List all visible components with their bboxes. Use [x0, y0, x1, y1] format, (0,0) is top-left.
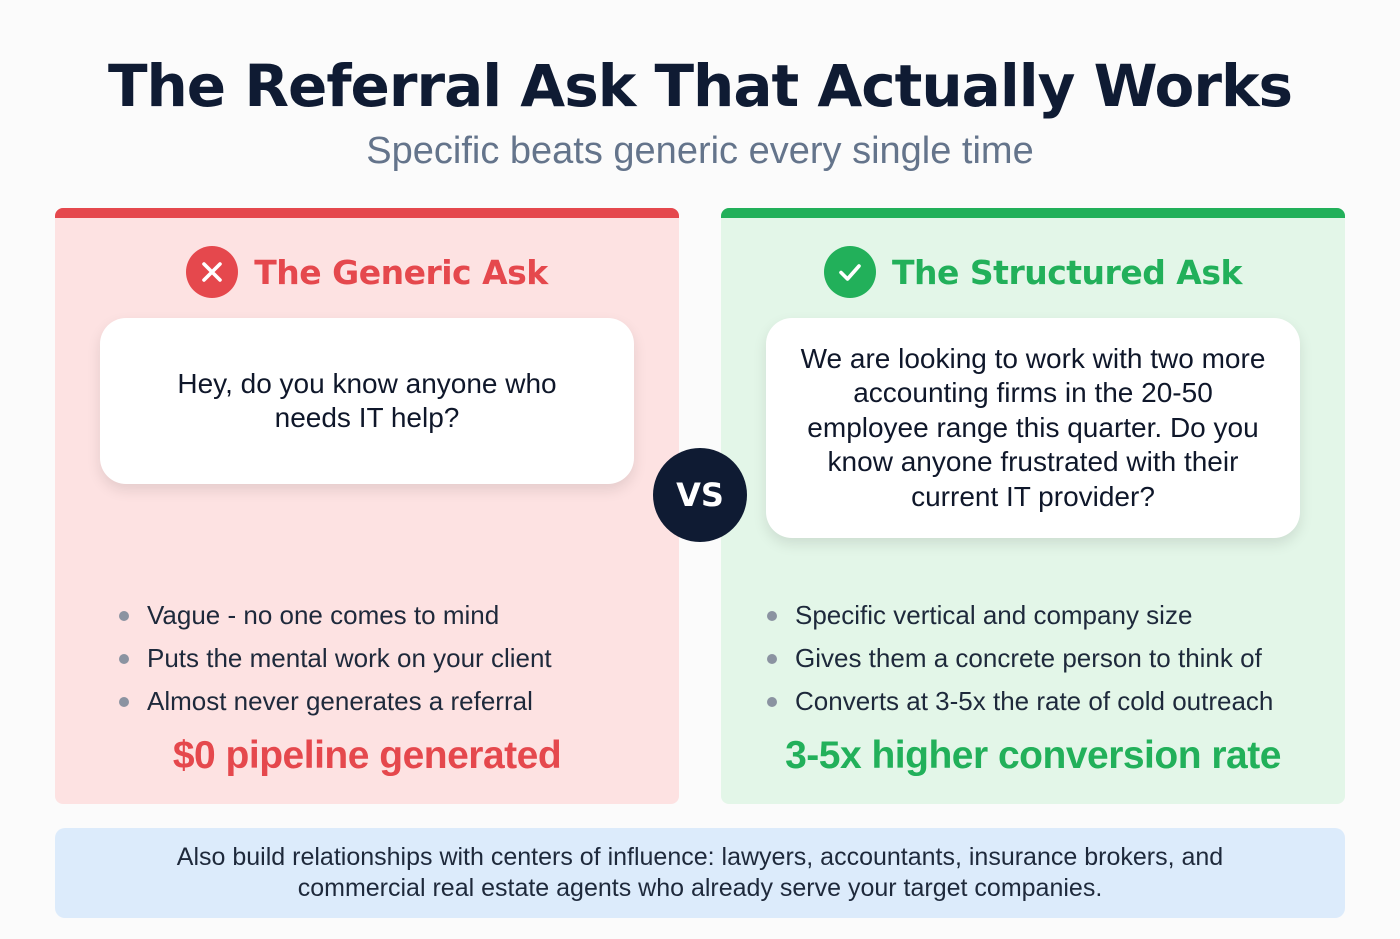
drawbacks-list: Vague - no one comes to mind Puts the me…: [119, 594, 552, 723]
list-item: Vague - no one comes to mind: [119, 594, 552, 637]
bullet-dot-icon: [119, 653, 129, 664]
speech-bubble: Hey, do you know anyone who needs IT hel…: [100, 318, 634, 484]
footer-note-box: Also build relationships with centers of…: [55, 828, 1345, 918]
list-item: Gives them a concrete person to think of: [767, 637, 1273, 680]
result-statement: $0 pipeline generated: [172, 734, 562, 777]
check-circle-icon: [824, 246, 877, 298]
list-item: Specific vertical and company size: [767, 594, 1273, 637]
result-statement: 3-5x higher conversion rate: [785, 734, 1281, 777]
speech-bubble: We are looking to work with two more acc…: [766, 318, 1300, 538]
bullet-dot-icon: [119, 610, 129, 621]
x-circle-icon: [186, 246, 239, 298]
structured-ask-panel: The Structured Ask We are looking to wor…: [721, 208, 1345, 804]
panel-accent-bar: [55, 208, 679, 218]
bullet-dot-icon: [767, 696, 777, 707]
footer-note: Also build relationships with centers of…: [176, 843, 1224, 902]
list-item: Puts the mental work on your client: [119, 637, 552, 680]
benefits-list: Specific vertical and company size Gives…: [767, 594, 1273, 723]
generic-ask-panel: The Generic Ask Hey, do you know anyone …: [55, 208, 679, 804]
quote-text: Hey, do you know anyone who needs IT hel…: [177, 367, 557, 434]
bullet-dot-icon: [119, 696, 129, 707]
list-item: Almost never generates a referral: [119, 680, 552, 723]
panel-accent-bar: [721, 208, 1345, 218]
panel-heading: The Generic Ask: [55, 246, 679, 298]
bullet-dot-icon: [767, 610, 777, 621]
panel-heading: The Structured Ask: [721, 246, 1345, 298]
list-item: Converts at 3-5x the rate of cold outrea…: [767, 680, 1273, 723]
page-title: The Referral Ask That Actually Works: [107, 52, 1293, 120]
bullet-dot-icon: [767, 653, 777, 664]
quote-text: We are looking to work with two more acc…: [800, 342, 1266, 512]
panel-heading-text: The Structured Ask: [892, 252, 1242, 292]
vs-badge: VS: [653, 448, 747, 542]
panel-heading-text: The Generic Ask: [254, 252, 548, 292]
page-subtitle: Specific beats generic every single time: [366, 130, 1034, 172]
